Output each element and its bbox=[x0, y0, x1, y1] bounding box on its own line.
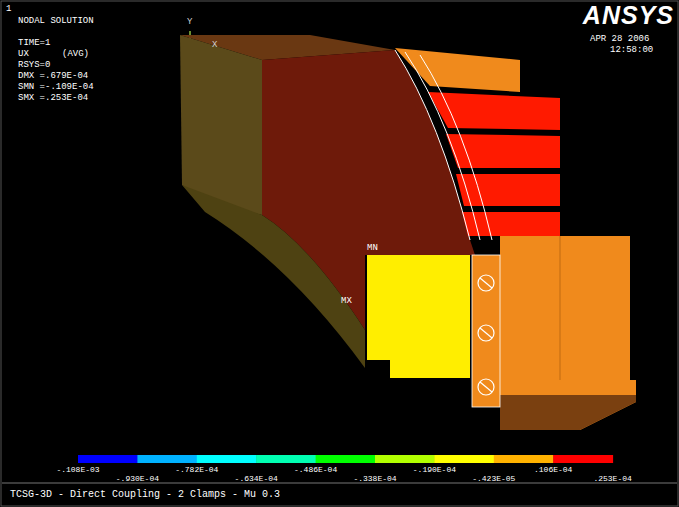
fin bbox=[462, 212, 560, 236]
color-band bbox=[494, 455, 554, 463]
color-band bbox=[434, 455, 494, 463]
plot-type: NODAL SOLUTION bbox=[18, 17, 94, 26]
window-number: 1 bbox=[6, 5, 11, 14]
edge-line bbox=[405, 52, 480, 240]
color-bar-value: -.338E-04 bbox=[353, 475, 396, 483]
color-bar-value: -.634E-04 bbox=[235, 475, 278, 483]
max-value: SMX =.253E-04 bbox=[18, 94, 88, 103]
time: 12:58:00 bbox=[610, 46, 653, 55]
separator bbox=[2, 483, 677, 484]
color-band bbox=[256, 455, 316, 463]
logo: ANSYS bbox=[583, 3, 674, 28]
color-band bbox=[137, 455, 197, 463]
color-bar bbox=[78, 455, 613, 463]
axis-label: X bbox=[212, 41, 217, 50]
plate bbox=[395, 48, 520, 92]
edge-line bbox=[560, 236, 561, 380]
color-band bbox=[375, 455, 435, 463]
color-bar-value: -.190E-04 bbox=[413, 466, 456, 474]
clamp-column bbox=[472, 255, 500, 407]
coordinate-system: RSYS=0 bbox=[18, 61, 50, 70]
color-band bbox=[78, 455, 138, 463]
color-band bbox=[553, 455, 613, 463]
axis-label: Y bbox=[187, 18, 192, 27]
max-marker: MX bbox=[341, 297, 352, 306]
color-band bbox=[316, 455, 376, 463]
color-bar-value: -.782E-04 bbox=[175, 466, 218, 474]
time-step: TIME=1 bbox=[18, 39, 50, 48]
date: APR 28 2006 bbox=[590, 35, 649, 44]
bolt-heads bbox=[478, 275, 494, 395]
min-value: SMN =-.109E-04 bbox=[18, 83, 94, 92]
fin bbox=[456, 174, 560, 206]
color-bar-value: -.486E-04 bbox=[294, 466, 337, 474]
color-bar-value: .253E-04 bbox=[593, 475, 631, 483]
fin bbox=[428, 92, 560, 130]
result-item: UX bbox=[18, 50, 29, 59]
color-band bbox=[197, 455, 257, 463]
clamp-block bbox=[500, 236, 636, 430]
bottom-face bbox=[182, 185, 365, 368]
color-bar-value: -.930E-04 bbox=[116, 475, 159, 483]
left-face bbox=[180, 35, 262, 215]
color-bar-value: .106E-04 bbox=[534, 466, 572, 474]
max-displacement: DMX =.679E-04 bbox=[18, 72, 88, 81]
edge-line bbox=[420, 55, 492, 240]
min-marker: MN bbox=[367, 244, 378, 253]
end-face bbox=[367, 255, 470, 378]
color-bar-value: -.108E-03 bbox=[56, 466, 99, 474]
averaging: (AVG) bbox=[62, 50, 89, 59]
edge-line bbox=[395, 50, 470, 240]
caption: TCSG-3D - Direct Coupling - 2 Clamps - M… bbox=[10, 490, 280, 500]
color-bar-value: -.423E-05 bbox=[472, 475, 515, 483]
clamp-block-side bbox=[500, 395, 636, 430]
fin bbox=[446, 134, 560, 168]
